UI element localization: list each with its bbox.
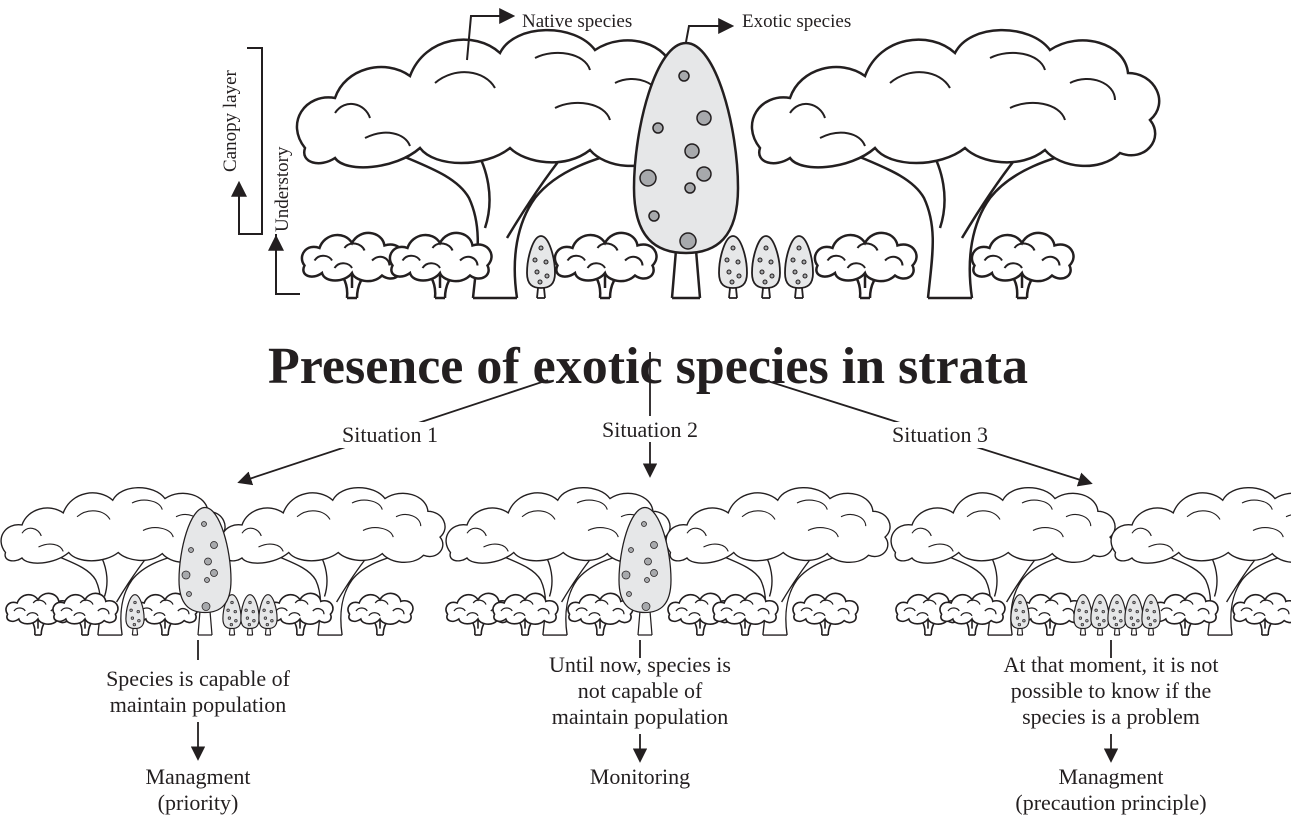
situation-3-scene (891, 488, 1291, 635)
exotic-sapling (1108, 595, 1126, 635)
situation-1-scene (1, 488, 445, 635)
exotic-sapling (1011, 595, 1029, 635)
exotic-sapling (126, 595, 144, 635)
situation-2-scene (446, 488, 890, 635)
native-shrub (1233, 593, 1291, 635)
situation-2-label: Situation 2 (602, 417, 698, 442)
native-shrub (972, 233, 1074, 298)
canopy-layer-label: Canopy layer (220, 69, 241, 172)
situation-3-desc-line-2: possible to know if the (1011, 678, 1211, 703)
exotic-sapling (752, 236, 780, 298)
exotic-sapling (719, 236, 747, 298)
situation-2-desc-line-1: Until now, species is (549, 652, 731, 677)
understory-label: Understory (272, 146, 293, 232)
situation-2-desc-line-3: maintain population (552, 704, 729, 729)
situation-3-desc-line-3: species is a problem (1022, 704, 1200, 729)
situation-1-desc-line-1: Species is capable of (106, 666, 291, 691)
native-species-label: Native species (522, 11, 632, 32)
native-shrub (268, 593, 333, 635)
exotic-species-label: Exotic species (742, 11, 851, 32)
native-shrub (555, 233, 657, 298)
situation-3-outcome-line-2: (precaution principle) (1015, 790, 1206, 815)
native-shrub (53, 593, 118, 635)
native-shrub (713, 593, 778, 635)
native-shrub (940, 593, 1005, 635)
situation-2-desc-line-2: not capable of (578, 678, 703, 703)
native-shrub (793, 593, 858, 635)
top-forest-scene (297, 30, 1159, 298)
situation-3-outcome-line-1: Managment (1058, 764, 1163, 789)
exotic-sapling (527, 236, 555, 298)
native-shrub (815, 233, 917, 298)
exotic-sapling (1091, 595, 1109, 635)
exotic-pointer-arrow (686, 26, 731, 42)
situation-3-desc-line-1: At that moment, it is not (1003, 652, 1218, 677)
diagram-title: Presence of exotic species in strata (268, 338, 1028, 395)
situation-3-label: Situation 3 (892, 422, 988, 447)
native-shrub (390, 233, 492, 298)
situation-2-outcome-line-1: Monitoring (590, 764, 690, 789)
situation-1-outcome-line-1: Managment (145, 764, 250, 789)
exotic-sapling (1142, 595, 1160, 635)
native-shrub (493, 593, 558, 635)
exotic-sapling (1125, 595, 1143, 635)
situation-1-label: Situation 1 (342, 422, 438, 447)
exotic-sapling (785, 236, 813, 298)
situation-1-outcome-line-2: (priority) (158, 790, 239, 815)
native-shrub (302, 233, 404, 298)
situation-1-desc-line-2: maintain population (110, 692, 287, 717)
exotic-sapling (241, 595, 259, 635)
exotic-sapling (259, 595, 277, 635)
native-shrub (348, 593, 413, 635)
native-tree (752, 30, 1159, 298)
